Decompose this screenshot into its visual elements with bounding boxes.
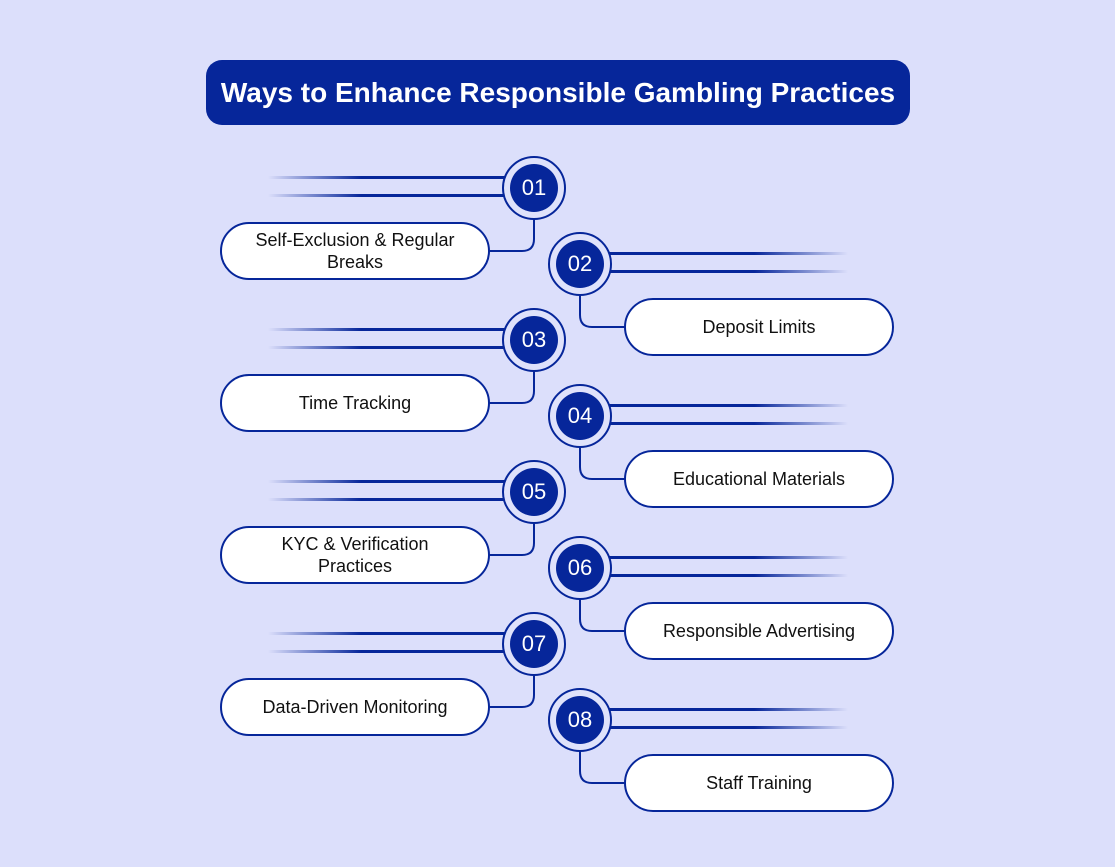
step-number-2: 02 (567, 251, 593, 276)
connector-line-2-b (580, 270, 848, 273)
step-label-box-7 (220, 678, 490, 736)
step-label-8: Staff Training (706, 773, 812, 793)
step-label-2: Deposit Limits (702, 317, 816, 337)
step-number-1: 01 (521, 175, 547, 200)
elbow-connector-8 (579, 750, 627, 784)
step-circle-3 (510, 316, 558, 364)
connector-line-8-b (580, 726, 848, 729)
step-label-box-4 (624, 450, 894, 508)
step-number-8: 08 (567, 707, 593, 732)
step-circle-7 (510, 620, 558, 668)
step-label-4: Educational Materials (672, 469, 846, 489)
connector-line-4-a (580, 404, 848, 407)
connector-line-1-b (268, 194, 534, 197)
connector-line-5-a (268, 480, 534, 483)
step-label-6: Responsible Advertising (662, 621, 856, 641)
step-circle-5 (510, 468, 558, 516)
step-circle-4 (556, 392, 604, 440)
step-label-box-6 (624, 602, 894, 660)
step-label-7: Data-Driven Monitoring (262, 697, 448, 717)
connector-line-7-b (268, 650, 534, 653)
connector-line-6-a (580, 556, 848, 559)
step-label-1: Self-Exclusion & Regular Breaks (255, 230, 455, 272)
step-label-box-2 (624, 298, 894, 356)
step-circle-8 (556, 696, 604, 744)
step-number-7: 07 (521, 631, 547, 656)
step-circle-2 (556, 240, 604, 288)
connector-line-7-a (268, 632, 534, 635)
elbow-connector-5 (487, 522, 535, 556)
elbow-connector-7 (487, 674, 535, 708)
step-label-5: KYC & Verification Practices (281, 534, 429, 576)
step-label-box-5 (220, 526, 490, 584)
step-label-box-1 (220, 222, 490, 280)
step-label-box-3 (220, 374, 490, 432)
elbow-connector-4 (579, 446, 627, 480)
step-circle-6 (556, 544, 604, 592)
connector-line-8-a (580, 708, 848, 711)
connector-line-4-b (580, 422, 848, 425)
connector-line-6-b (580, 574, 848, 577)
step-label-box-8 (624, 754, 894, 812)
step-number-6: 06 (567, 555, 593, 580)
step-number-5: 05 (521, 479, 547, 504)
step-label-3: Time Tracking (298, 393, 412, 413)
elbow-connector-6 (579, 598, 627, 632)
connector-line-3-b (268, 346, 534, 349)
connector-line-3-a (268, 328, 534, 331)
step-circle-1 (510, 164, 558, 212)
connector-line-2-a (580, 252, 848, 255)
elbow-connector-3 (487, 370, 535, 404)
elbow-connector-2 (579, 294, 627, 328)
elbow-connector-1 (487, 218, 535, 252)
page-title: Ways to Enhance Responsible Gambling Pra… (206, 60, 910, 125)
connector-line-1-a (268, 176, 534, 179)
connector-line-5-b (268, 498, 534, 501)
step-number-4: 04 (567, 403, 593, 428)
step-number-3: 03 (521, 327, 547, 352)
